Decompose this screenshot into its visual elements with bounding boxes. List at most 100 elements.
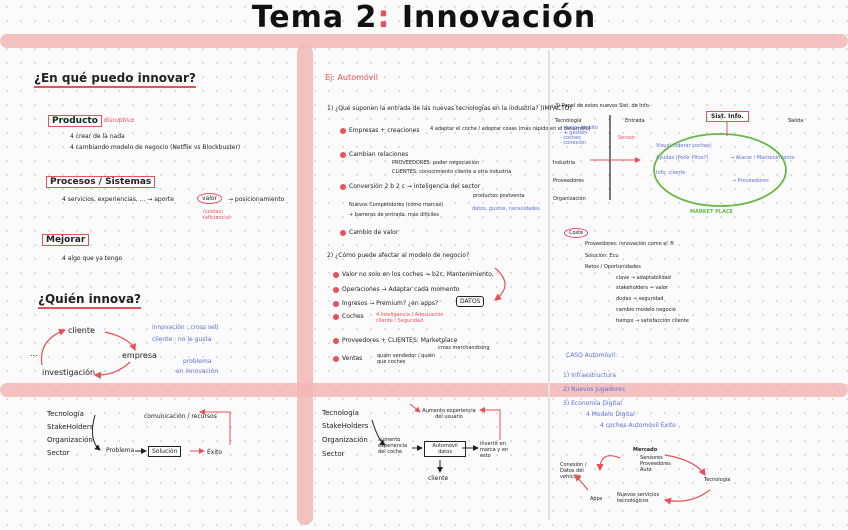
- b4-text: Coches: [342, 313, 364, 320]
- blue-note-2: cliente : no le gusta: [152, 336, 212, 343]
- c3-cycle-top: Mercado: [633, 447, 658, 453]
- coste-sub-1: stakeholders → valor: [616, 285, 668, 291]
- c2-top: Aumento experiencia del usuario: [422, 408, 476, 420]
- coste-0: Proveedores: innovación como el ®: [585, 241, 675, 247]
- procesos-line: 4 servicios, experiencias, ... → aporte: [62, 196, 174, 203]
- c1-top: comunicación / recursos: [144, 413, 217, 420]
- oval-1: Ayudas (Pedir Pitos?): [656, 155, 709, 161]
- b3-text: Ingresos → Premium? ¿en apps?: [342, 300, 439, 307]
- middle-band: [0, 383, 848, 397]
- b1-text: Valor no solo en los coches → b2c, Mante…: [342, 271, 494, 278]
- caso-4: 4 coches Automóvil Éxito: [600, 422, 676, 429]
- a3-bullet: [340, 183, 346, 190]
- b5-note: cross merchandising: [438, 345, 490, 351]
- c1-list-0: Tecnología: [47, 410, 84, 418]
- b3-bullet: [333, 300, 339, 307]
- a2: Cambian relaciones: [340, 151, 408, 158]
- c2-center-box: Automóvil datos: [424, 441, 466, 457]
- producto-box: Producto: [48, 115, 102, 127]
- col3-heading: 3) Papel de estos nuevos Sist. de Info.: [555, 103, 651, 109]
- c1-list-2: Organización: [47, 436, 93, 444]
- c3-cycle-bottom: Apps: [590, 496, 603, 502]
- b6-bullet: [333, 355, 339, 362]
- b5: Proveedores + CLIENTES: Marketplace: [333, 337, 457, 344]
- c2-list-0: Tecnología: [322, 409, 359, 417]
- c3-sensor: Sensor: [618, 135, 636, 141]
- b5-bullet: [333, 337, 339, 344]
- c3-cycle-left: Conexión / Datos del vehículo: [560, 462, 587, 480]
- blue-note-1: innovación : cross sell: [152, 324, 219, 331]
- c1-problema: Problema: [106, 447, 135, 454]
- coste-sub-4: tiempo → satisfacción cliente: [616, 318, 689, 324]
- cycle-empresa: empresa: [122, 351, 157, 360]
- q2: 2) ¿Cómo puede afectar al modelo de nego…: [327, 252, 470, 259]
- c2-list-2: Organización: [322, 436, 368, 444]
- a1-bullet: [340, 127, 346, 134]
- coste-sub-3: cambio modelo negocio: [616, 307, 676, 313]
- c1-list-1: StakeHolders: [47, 423, 94, 431]
- coste-sub-0: clave → adaptabilidad: [616, 275, 671, 281]
- a2-bullet: [340, 151, 346, 158]
- title-main: Tema 2: [251, 0, 378, 35]
- cycle-cliente: cliente: [68, 326, 95, 335]
- c2-bottom: cliente: [428, 475, 449, 482]
- a2-text: Cambian relaciones: [349, 151, 409, 158]
- mejorar-box: Mejorar: [42, 234, 90, 246]
- a3-note: productos postventa: [473, 193, 525, 199]
- c2-right: invertir en marca y en esto: [480, 441, 509, 459]
- left-vertical-band: [297, 45, 313, 525]
- procesos-after: → posicionamiento: [228, 196, 285, 203]
- c1-list-3: Sector: [47, 449, 70, 457]
- a1: Empresas + creaciones: [340, 127, 420, 134]
- a5-text: Cambio de valor: [349, 229, 399, 236]
- b5-text: Proveedores + CLIENTES: Marketplace: [342, 337, 458, 344]
- c3-list-3: Organización: [553, 196, 586, 202]
- oval-3: → Atacar / Mantenimiento: [730, 155, 795, 161]
- col1-heading: ¿En qué puedo innovar?: [34, 71, 196, 88]
- a4: Nuevos Competidores (como marcas): [349, 202, 444, 208]
- procesos-sub: (costes) (eficiencia): [203, 209, 231, 221]
- coste-2: Retos / Oportunidades: [585, 264, 641, 270]
- cycle-investigacion: investigación: [42, 368, 96, 377]
- oval-4: → Proveedores: [732, 178, 769, 184]
- procesos-box: Procesos / Sistemas: [46, 176, 156, 188]
- b4: Coches: [333, 313, 364, 320]
- b2-text: Operaciones → Adaptar cada momento: [342, 286, 460, 293]
- c1-solucion-box: Solución: [148, 446, 182, 457]
- c2-list-3: Sector: [322, 450, 345, 458]
- c3-list-2: Proveedores: [553, 178, 584, 184]
- market-place-label: MARKET PLACE: [690, 209, 733, 215]
- b2-bullet: [333, 286, 339, 293]
- coste-circle: Coste: [564, 228, 589, 238]
- caso-0: 1) Infraestructura: [563, 372, 616, 379]
- a4-note: datos, gustos, necesidades: [472, 206, 540, 212]
- title-colon: :: [377, 0, 391, 35]
- blue-note-3: problema: [183, 358, 212, 365]
- c1-exito: Éxito: [207, 449, 223, 456]
- a1-text: Empresas + creaciones: [349, 127, 420, 134]
- c3-entrada: Entrada: [625, 118, 645, 124]
- b6: Ventas: [333, 355, 362, 362]
- c2-left: aumento experiencia del coche: [378, 437, 408, 455]
- caso-title: CASO Automóvil:: [566, 352, 618, 359]
- b4-note: 4 Inteligencia / Adecuación cliente / Se…: [376, 312, 444, 324]
- a3-text: Conversión 2 b 2 c → inteligencia del se…: [349, 183, 481, 190]
- b2: Operaciones → Adaptar cada momento: [333, 286, 459, 293]
- producto-line-2: 4 cambiando modelo de negocio (Netflix v…: [70, 144, 241, 151]
- caso-2: 3) Economía Digital: [563, 400, 622, 407]
- page-title: Tema 2: Innovación: [0, 0, 848, 35]
- oval-2: Info. cliente: [656, 170, 686, 176]
- a5: Cambio de valor: [340, 229, 398, 236]
- mejorar-line: 4 algo que ya tengo: [62, 255, 123, 262]
- datos-box: DATOS: [456, 296, 485, 307]
- a2-cli: CLIENTES: conocimiento cliente a otra in…: [392, 169, 512, 175]
- b4-bullet: [333, 313, 339, 320]
- q1: 1) ¿Qué suponen la entrada de las nuevas…: [327, 105, 572, 112]
- right-divider: [548, 50, 550, 520]
- a1-note: 4 adaptar el coche / adoptar cosas (más …: [430, 126, 591, 132]
- oval-0: Visual (liderar coches): [656, 143, 712, 149]
- top-band: [0, 34, 848, 48]
- producto-note: disruptivo: [104, 117, 134, 124]
- b6-text: Ventas: [342, 355, 363, 362]
